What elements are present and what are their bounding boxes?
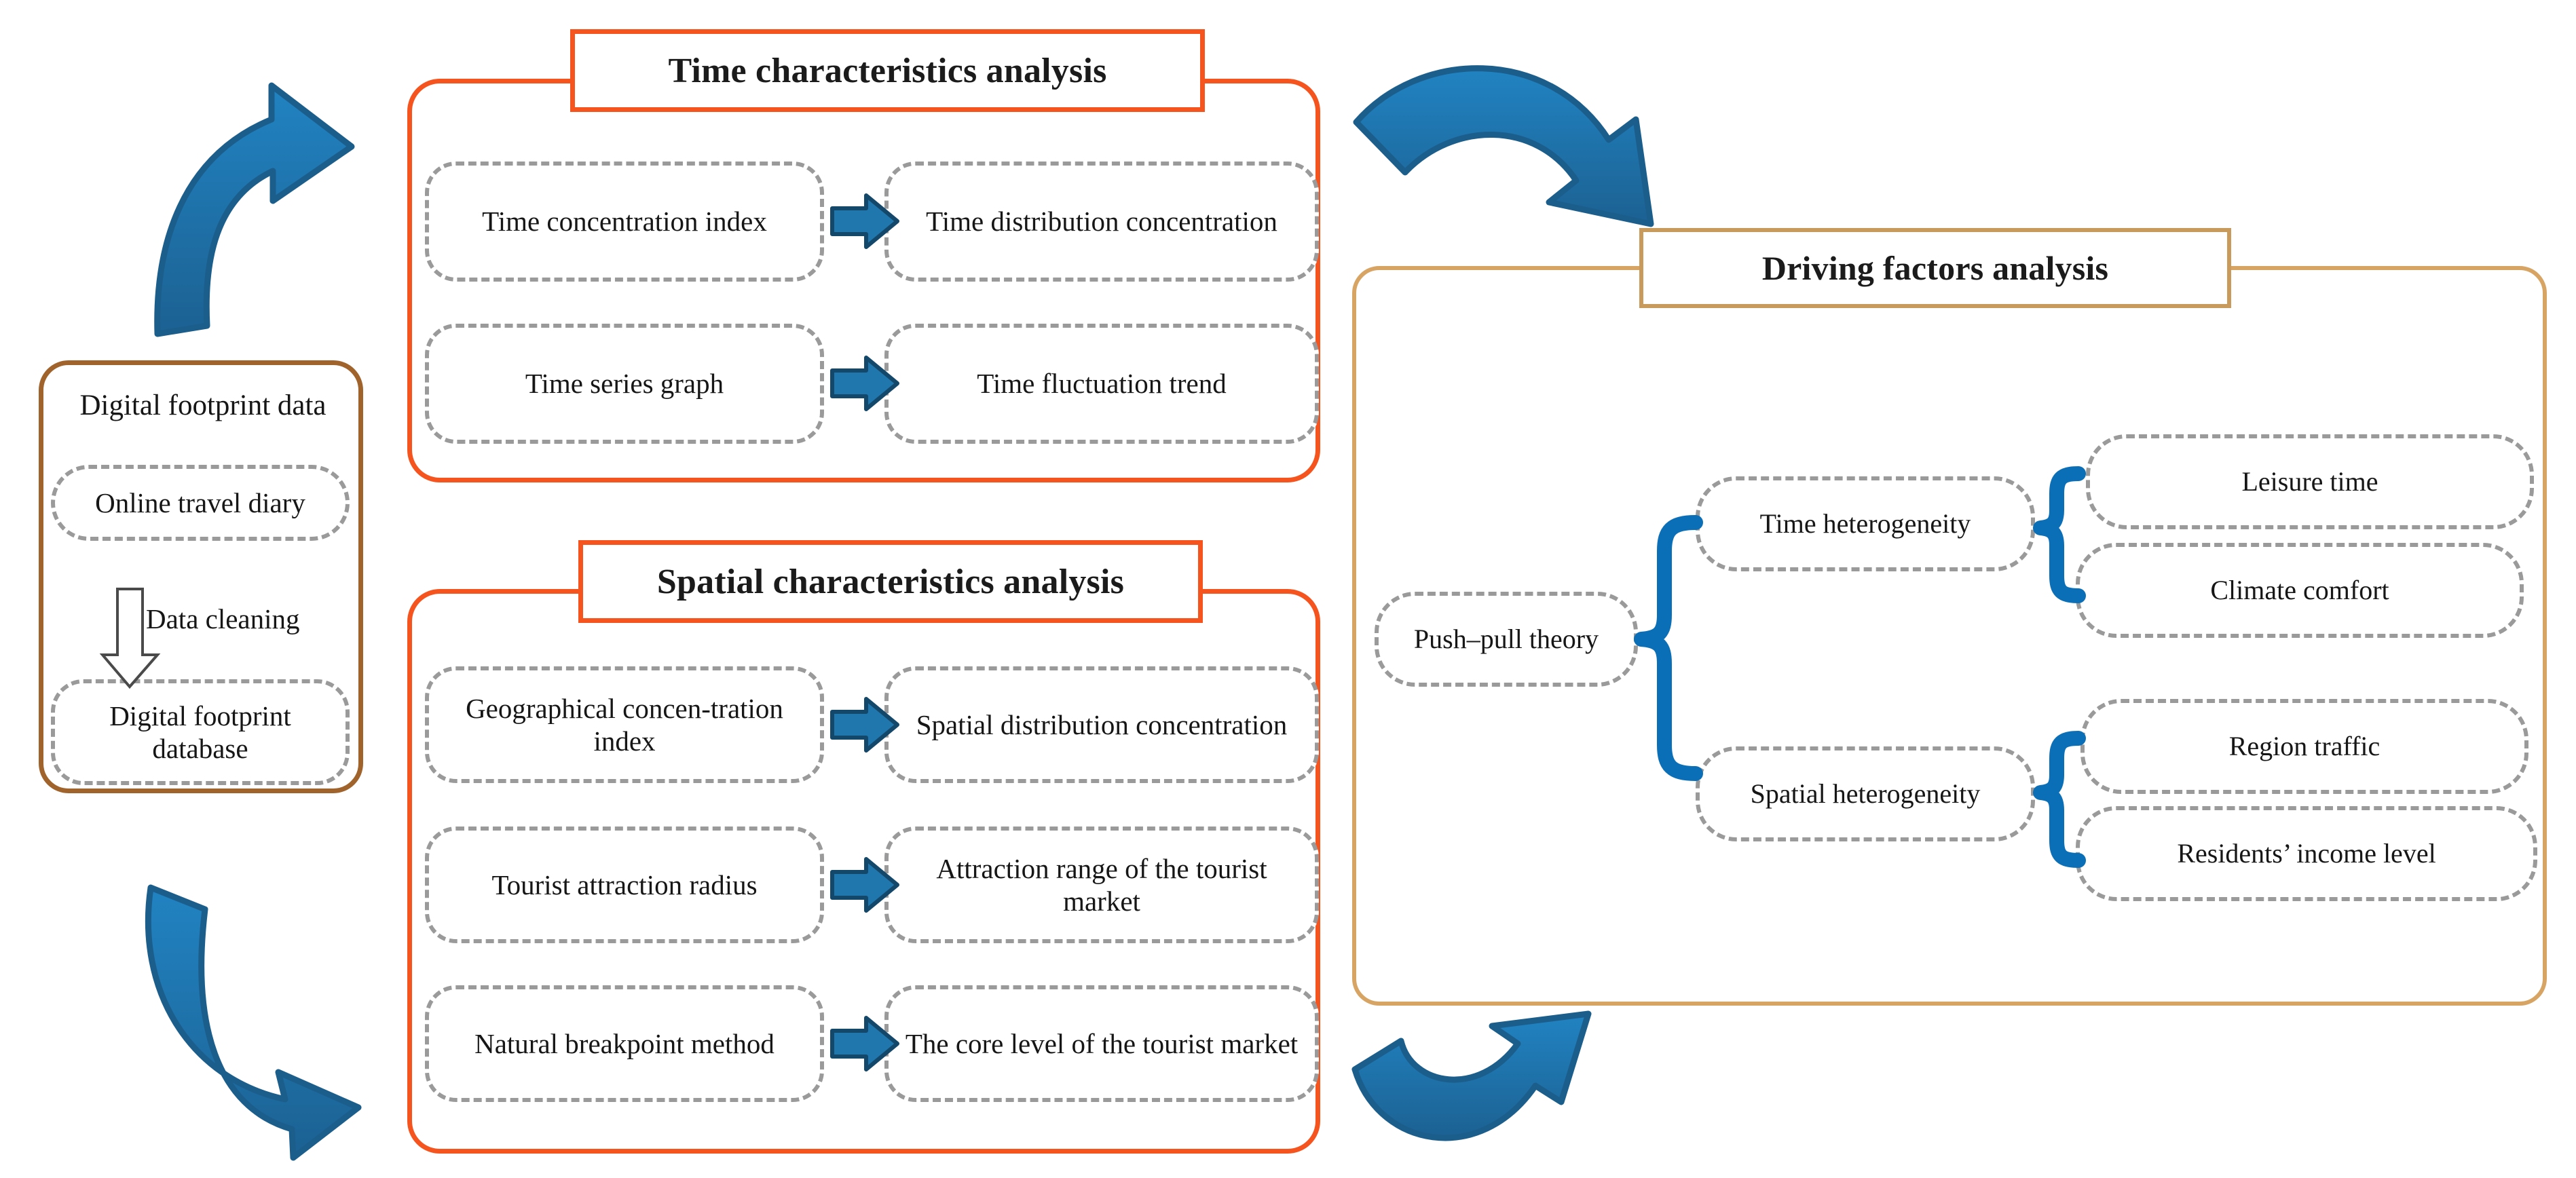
node-leisure-time: Leisure time <box>2086 434 2534 529</box>
node-time-heterogeneity: Time heterogeneity <box>1696 476 2035 571</box>
node-push-pull-theory: Push–pull theory <box>1375 592 1638 687</box>
node-spatial-heterogeneity: Spatial heterogeneity <box>1696 746 2035 841</box>
node-time-series-graph: Time series graph <box>425 324 824 444</box>
node-natural-breakpoint-method: Natural breakpoint method <box>425 985 824 1102</box>
driving-panel-title: Driving factors analysis <box>1639 228 2231 308</box>
data-cleaning-label: Data cleaning <box>146 603 300 634</box>
data-panel <box>39 360 363 793</box>
node-time-concentration-index: Time concentration index <box>425 162 824 282</box>
time-panel-title: Time characteristics analysis <box>570 29 1205 112</box>
node-core-level-of-tourist-market: The core level of the tourist market <box>884 985 1319 1102</box>
node-time-fluctuation-trend: Time fluctuation trend <box>884 324 1319 444</box>
node-online-travel-diary: Online travel diary <box>51 465 350 541</box>
node-climate-comfort: Climate comfort <box>2076 543 2524 638</box>
curved-arrow-icon-top-right <box>1353 65 1654 227</box>
spatial-panel-title: Spatial characteristics analysis <box>578 540 1203 623</box>
data-panel-heading: Digital footprint data <box>79 390 326 421</box>
node-digital-footprint-database: Digital footprint database <box>51 679 350 785</box>
node-residents-income-level: Residents’ income level <box>2076 806 2537 901</box>
node-time-distribution-concentration: Time distribution concentration <box>884 162 1319 282</box>
node-region-traffic: Region traffic <box>2080 699 2528 794</box>
node-tourist-attraction-radius: Tourist attraction radius <box>425 826 824 943</box>
node-attraction-range-of-tourist-market: Attraction range of the tourist market <box>884 826 1319 943</box>
curved-arrow-icon-top-left <box>154 82 355 337</box>
node-spatial-distribution-concentration: Spatial distribution concentration <box>884 666 1319 783</box>
curved-arrow-icon-bottom-right <box>1351 1010 1592 1141</box>
curved-arrow-icon-bottom-left <box>145 884 362 1161</box>
node-geographical-concentration-index: Geographical concen-­tration index <box>425 666 824 783</box>
